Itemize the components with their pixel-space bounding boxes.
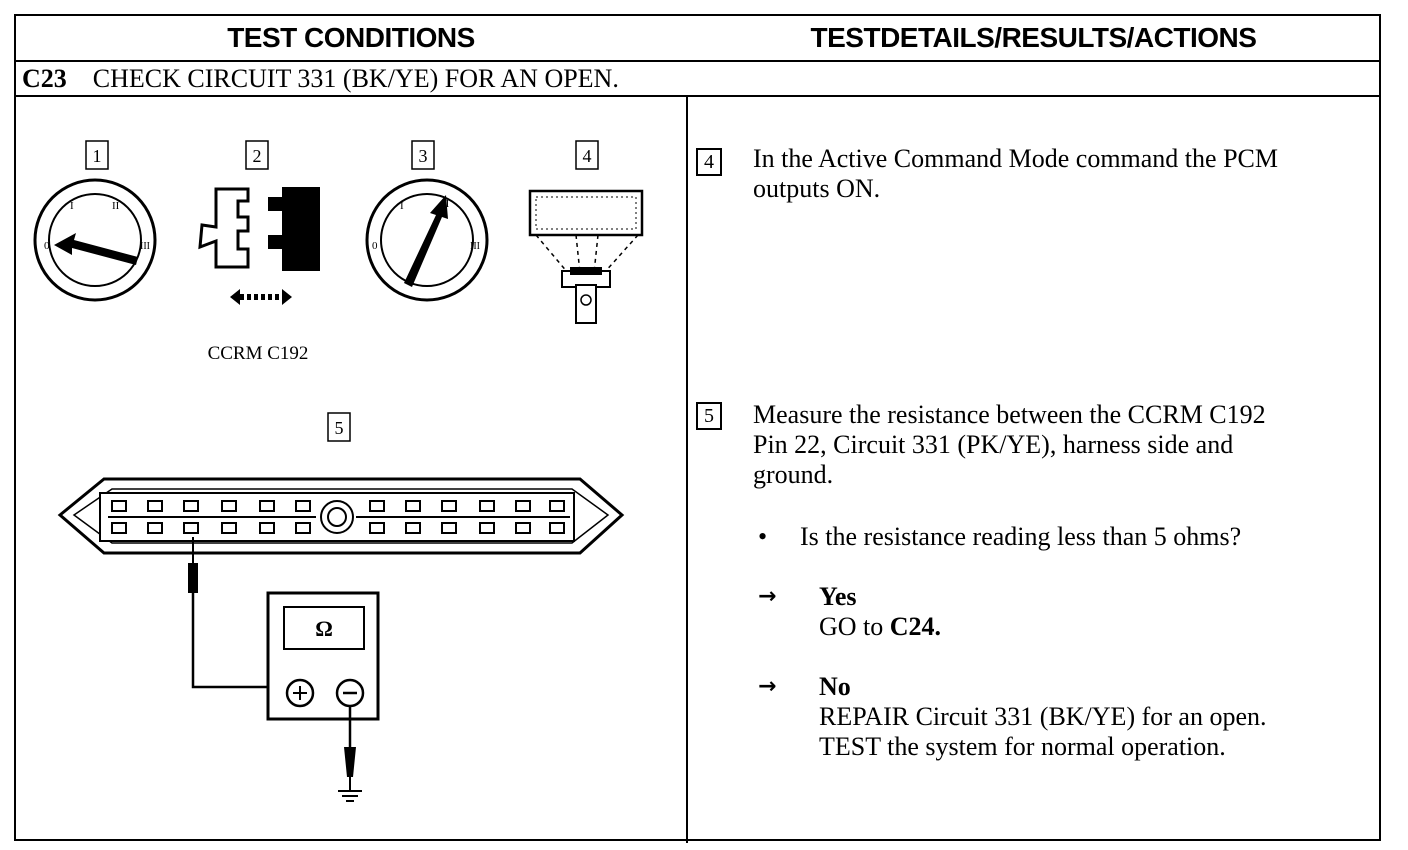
step-title: CHECK CIRCUIT 331 (BK/YE) FOR AN OPEN. [92,64,619,93]
frame-number-4: 4 [575,140,599,170]
instruction-4-text: In the Active Command Mode command the P… [753,144,1278,204]
divider [16,95,1379,97]
svg-text:5: 5 [335,418,344,438]
column-divider [686,95,688,843]
ignition-switch-run-icon: 0 I II III [365,178,489,302]
svg-text:I: I [70,200,74,212]
text-line: Measure the resistance between the CCRM … [753,400,1266,429]
svg-text:4: 4 [583,146,592,166]
no-branch: No REPAIR Circuit 331 (BK/YE) for an ope… [819,672,1267,762]
text-line: Pin 22, Circuit 331 (PK/YE), harness sid… [753,430,1234,459]
svg-text:0: 0 [44,240,50,252]
text-line: In the Active Command Mode command the P… [753,144,1278,173]
frame-number-1: 1 [85,140,109,170]
test-procedure-table: TEST CONDITIONS TESTDETAILS/RESULTS/ACTI… [14,14,1381,843]
scan-tool-icon [528,189,644,324]
svg-text:3: 3 [419,146,428,166]
no-label: No [819,672,851,701]
arrow-icon: → [758,674,777,699]
ohmmeter-icon: Ω [266,591,380,721]
action-text: GO to [819,612,884,641]
svg-text:2: 2 [253,146,262,166]
question-text: Is the resistance reading less than 5 oh… [800,522,1242,551]
action-target: C24. [889,612,942,641]
frame-number-3: 3 [411,140,435,170]
no-action: TEST the system for normal operation. [819,732,1226,761]
frame-number-2: 2 [245,140,269,170]
connector-caption: CCRM C192 [208,343,309,364]
svg-text:Ω: Ω [315,616,333,641]
svg-text:1: 1 [93,146,102,166]
connector-disconnect-icon: CCRM C192 [198,187,320,364]
test-conditions-illustration: 1 2 3 4 0 I II III [16,97,684,846]
step-id: C23 [22,64,67,93]
instruction-number: 4 [696,148,722,176]
text-line: ground. [753,460,834,489]
ccrm-connector-icon [57,477,625,555]
ground-icon [338,706,362,802]
svg-text:II: II [112,200,120,212]
yes-action: GO to C24. [819,612,941,642]
no-action: REPAIR Circuit 331 (BK/YE) for an open. [819,702,1267,731]
svg-text:0: 0 [372,240,378,252]
arrow-icon: → [758,584,777,609]
yes-label: Yes [819,582,857,611]
bullet-icon: • [758,522,768,551]
positive-test-lead [188,537,276,689]
svg-text:I: I [400,200,404,212]
text-line: outputs ON. [753,174,881,203]
step-title-row: C23 CHECK CIRCUIT 331 (BK/YE) FOR AN OPEN… [22,63,619,95]
test-details-header: TESTDETAILS/RESULTS/ACTIONS [810,22,1257,53]
frame-number-5: 5 [327,412,351,442]
ignition-switch-off-icon: 0 I II III [33,178,157,302]
yes-branch: Yes GO to C24. [819,582,941,642]
test-conditions-header: TEST CONDITIONS [227,22,475,53]
instruction-number: 5 [696,402,722,430]
svg-text:III: III [140,241,150,252]
instruction-5-text: Measure the resistance between the CCRM … [753,400,1266,490]
divider [16,60,1379,62]
svg-text:III: III [470,241,480,252]
